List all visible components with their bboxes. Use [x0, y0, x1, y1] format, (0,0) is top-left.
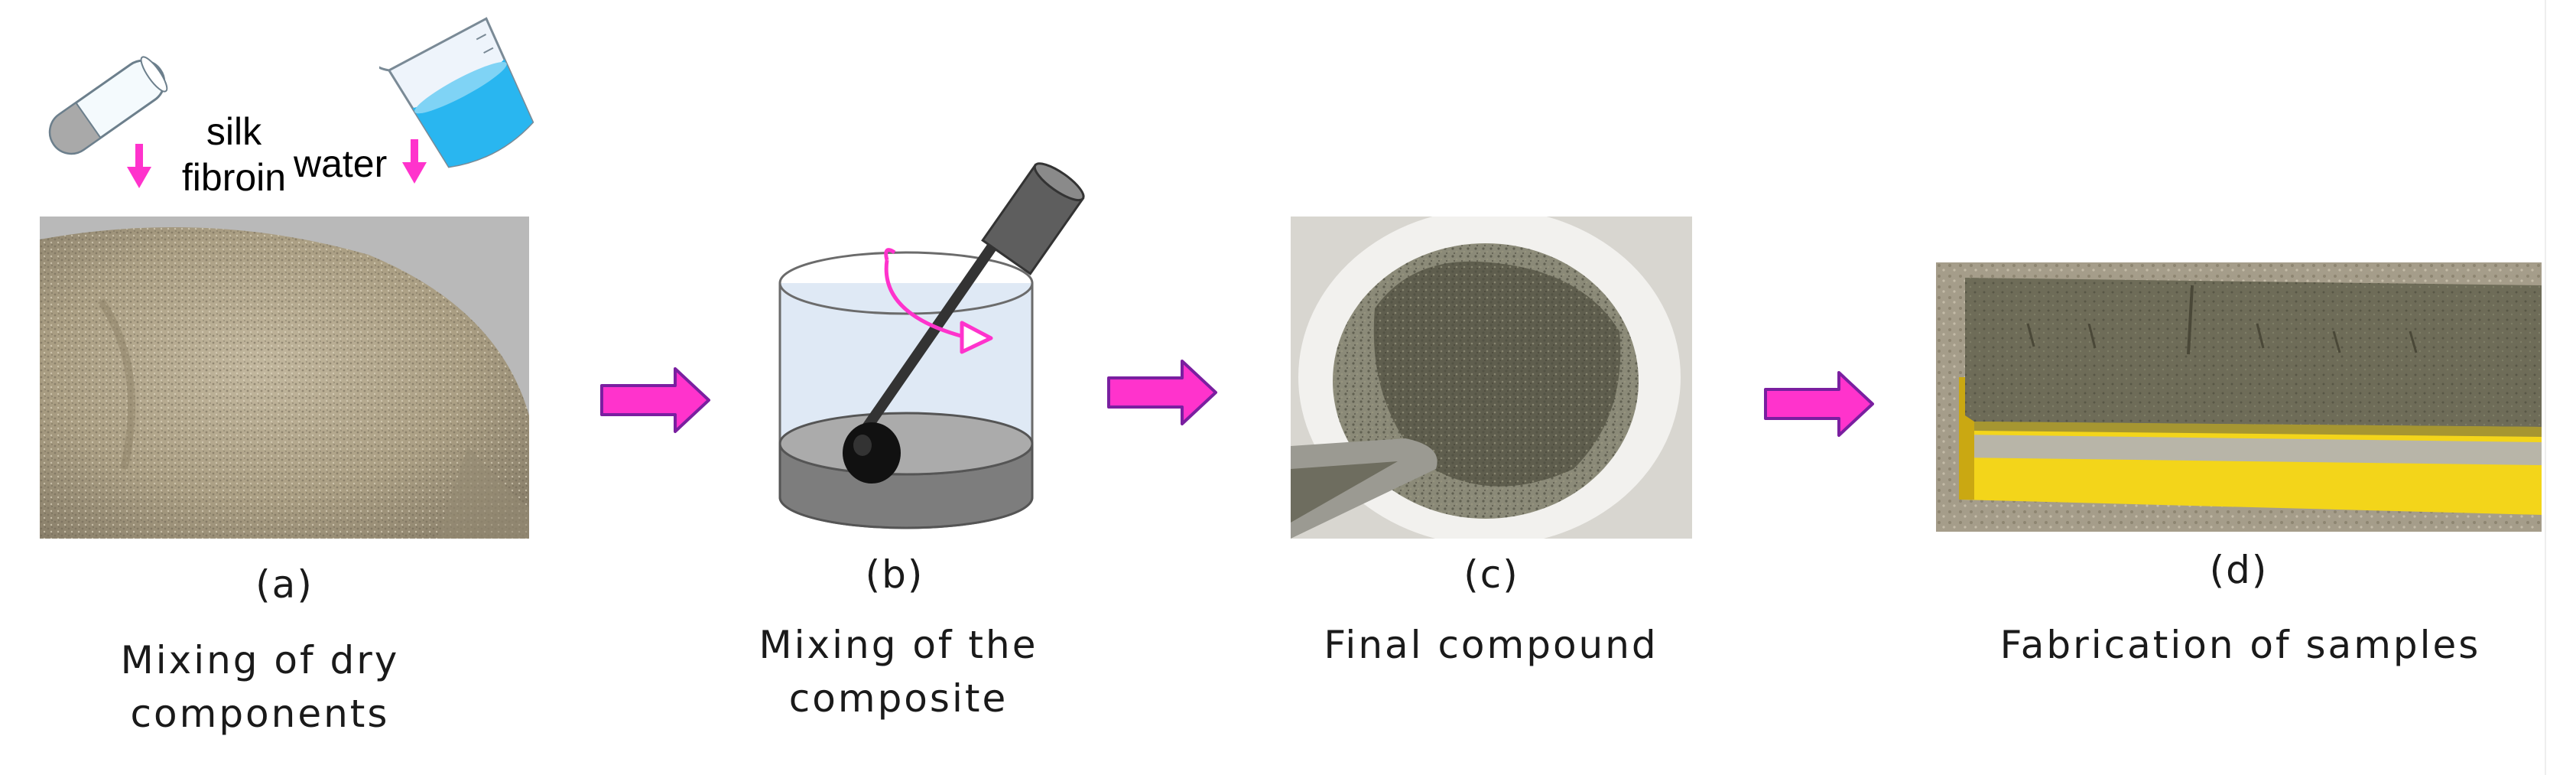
step-arrow-icon: [1764, 371, 1874, 437]
water-label: water: [294, 142, 388, 185]
water-beaker-icon: [379, 17, 534, 168]
test-tube-icon: [48, 56, 168, 155]
silk-fibroin-label: silk fibroin: [181, 110, 287, 199]
panel-b-title: Mixing of the composite: [759, 623, 1038, 721]
panel-d-letter: (d): [2209, 548, 2269, 592]
panel-d-title: Fabrication of samples: [1999, 623, 2481, 667]
step-arrow-icon: [1107, 360, 1217, 425]
silk-down-arrow-icon: [127, 144, 151, 188]
panel-c-letter: (c): [1463, 552, 1519, 597]
panel-a-title: Mixing of dry components: [120, 638, 400, 736]
step-arrow-icon: [600, 367, 710, 433]
panel-a-letter: (a): [255, 562, 313, 607]
panel-c-title: Final compound: [1324, 623, 1658, 667]
panel-b-letter: (b): [865, 552, 924, 597]
mixer-container-illustration: [778, 162, 1085, 529]
page-edge-divider: [2545, 0, 2546, 775]
final-compound-photo: [1291, 217, 1692, 539]
sample-mold-photo: [1936, 262, 2542, 532]
dry-mix-photo: [40, 217, 529, 539]
water-down-arrow-icon: [402, 139, 427, 184]
